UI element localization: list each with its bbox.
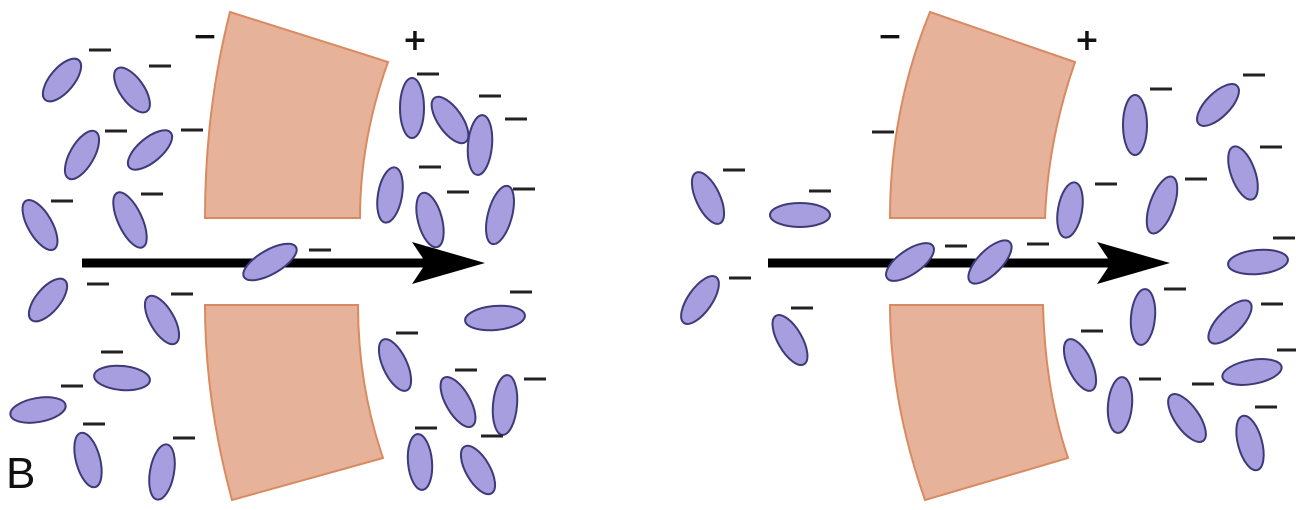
ion bbox=[406, 433, 435, 491]
ion bbox=[1140, 173, 1183, 238]
ion bbox=[1202, 294, 1259, 351]
ion bbox=[465, 114, 494, 176]
ion bbox=[490, 374, 519, 436]
ion bbox=[685, 168, 730, 229]
ion bbox=[1123, 95, 1147, 155]
ion bbox=[434, 372, 483, 432]
membrane-sign-left-positive: + bbox=[402, 23, 427, 58]
ion bbox=[1161, 388, 1213, 448]
membrane-sign-right-positive: + bbox=[1074, 23, 1099, 58]
membrane-block-right-top bbox=[890, 12, 1075, 218]
ion bbox=[1057, 335, 1102, 396]
ion bbox=[107, 62, 156, 118]
ion bbox=[8, 393, 67, 426]
ion bbox=[1222, 143, 1264, 204]
ion bbox=[400, 78, 424, 138]
membrane-sign-right-negative: − bbox=[877, 19, 902, 54]
ion bbox=[145, 442, 178, 501]
ion bbox=[93, 364, 151, 393]
ion bbox=[122, 123, 179, 176]
ion bbox=[36, 52, 88, 107]
ion bbox=[1129, 288, 1158, 346]
ion bbox=[138, 291, 186, 350]
ion bbox=[411, 190, 449, 250]
ion bbox=[1106, 376, 1135, 434]
membrane-sign-left-negative: − bbox=[192, 19, 217, 54]
ion bbox=[1190, 77, 1245, 132]
ion bbox=[770, 203, 830, 227]
ion bbox=[16, 195, 65, 255]
ion bbox=[674, 270, 726, 330]
ions bbox=[8, 52, 1289, 501]
panel-label: B bbox=[6, 452, 35, 496]
ion bbox=[464, 303, 526, 332]
ion bbox=[373, 165, 406, 224]
ion bbox=[69, 430, 107, 490]
membrane-blocks bbox=[205, 12, 1075, 500]
ion bbox=[58, 126, 106, 185]
ion bbox=[1220, 355, 1283, 389]
membrane-block-left-top bbox=[205, 12, 388, 218]
ion bbox=[1053, 180, 1086, 239]
ion bbox=[1227, 247, 1289, 276]
ion bbox=[766, 310, 815, 370]
ion bbox=[372, 335, 417, 396]
ion bbox=[106, 188, 153, 253]
ion bbox=[454, 441, 502, 500]
ion bbox=[22, 272, 74, 327]
membrane-block-left-bottom bbox=[205, 305, 383, 500]
membrane-block-right-bottom bbox=[890, 305, 1068, 500]
ion bbox=[481, 183, 520, 247]
ion bbox=[1231, 413, 1269, 473]
